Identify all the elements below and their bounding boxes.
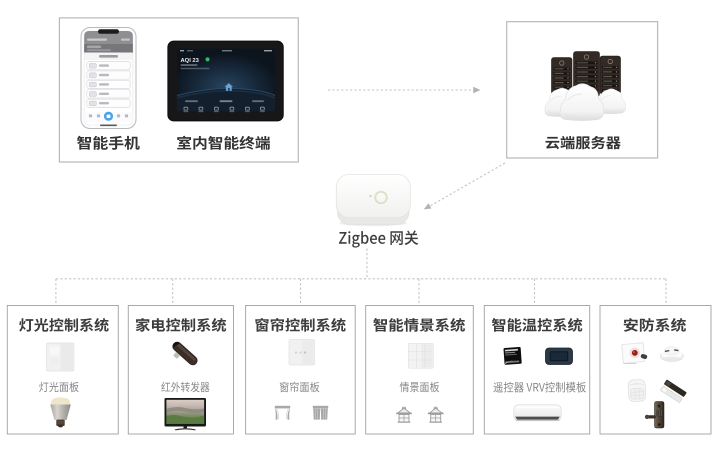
svg-text:AQI 23: AQI 23 xyxy=(181,58,200,64)
